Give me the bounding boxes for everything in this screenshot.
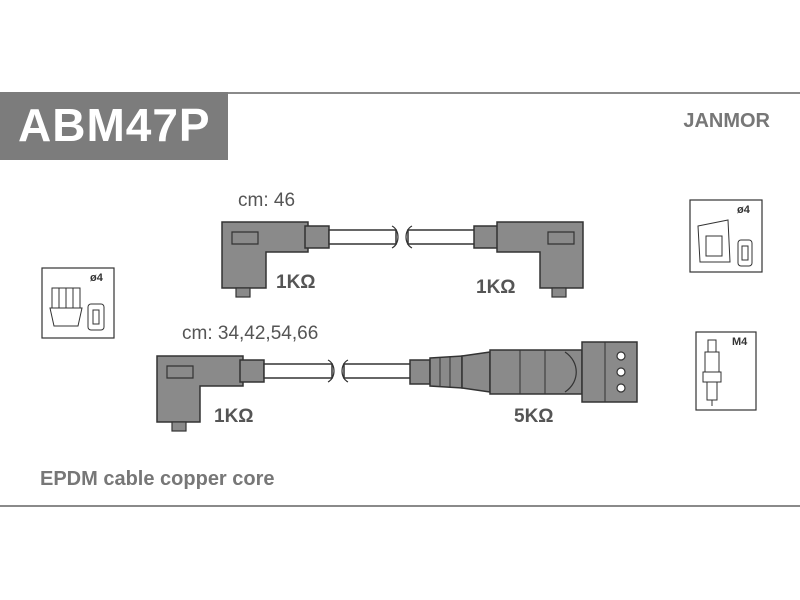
- cable-2-resistance-right: 5KΩ: [514, 406, 554, 427]
- cable-2-resistance-left: 1KΩ: [214, 406, 254, 427]
- cable-1-wire-left: [328, 229, 397, 245]
- cable-description: EPDM cable copper core: [40, 468, 275, 490]
- cable-1-resistance-left: 1KΩ: [276, 272, 316, 293]
- cable-1-wire-right: [407, 229, 477, 245]
- cable-2: [156, 341, 638, 432]
- cable-1: [221, 221, 584, 298]
- header-divider: [228, 92, 800, 94]
- product-code-box: [0, 92, 228, 160]
- cable-2-length: cm: 34,42,54,66: [182, 323, 319, 344]
- product-code: ABM47P: [18, 99, 211, 151]
- ignition-coil-icon: [689, 199, 763, 273]
- coil-diameter-label: ø4: [737, 204, 750, 216]
- spark-plug-icon: [695, 331, 757, 411]
- cable-2-wire-left: [263, 363, 333, 379]
- cable-1-length: cm: 46: [238, 190, 296, 211]
- cable-2-wire-right: [343, 363, 413, 379]
- spark-plug-thread-label: M4: [732, 336, 748, 348]
- distributor-diameter-label: ø4: [90, 272, 103, 284]
- cable-1-right-boot: [496, 221, 584, 289]
- cable-2-right-boot: [409, 341, 638, 403]
- distributor-cap-icon: [41, 267, 115, 339]
- brand-name: JANMOR: [683, 110, 770, 132]
- cable-1-resistance-right: 1KΩ: [476, 277, 516, 298]
- footer-divider: [0, 505, 800, 507]
- cable-1-left-boot: [221, 221, 309, 289]
- cable-2-left-boot: [156, 355, 244, 423]
